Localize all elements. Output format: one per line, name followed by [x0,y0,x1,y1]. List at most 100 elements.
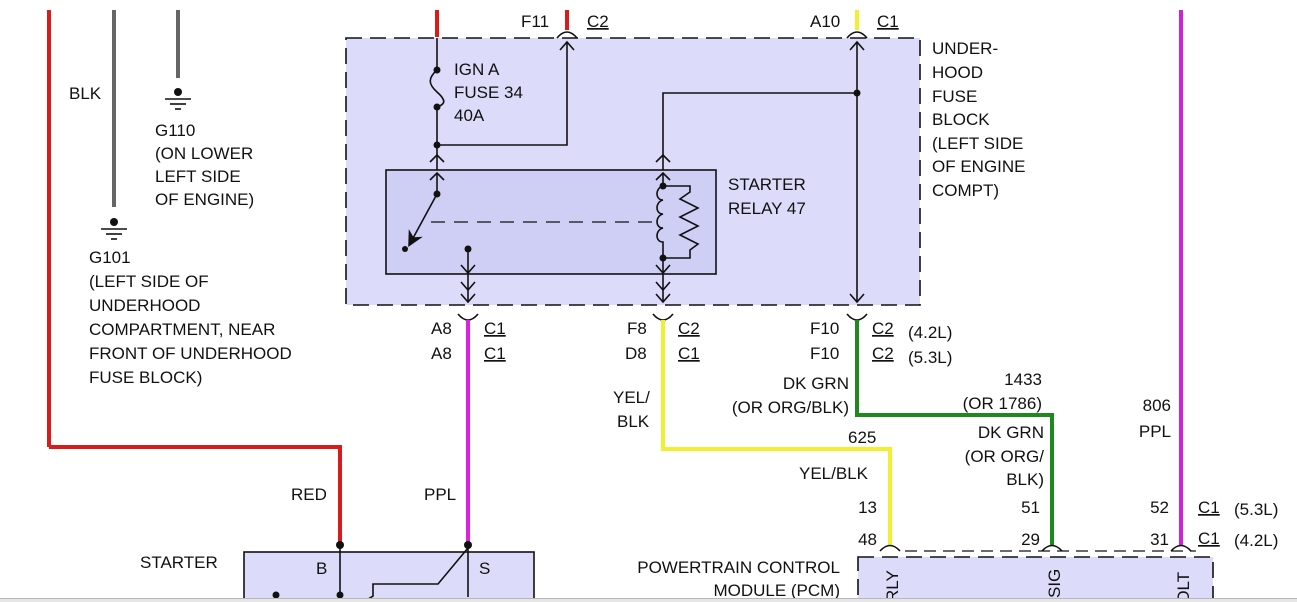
f10-conn-1: C2 [872,319,894,338]
svg-text:POWERTRAIN CONTROL: POWERTRAIN CONTROL [637,558,840,577]
a8-pin-1: A8 [431,319,452,338]
svg-text:IGN A: IGN A [454,60,500,79]
a8-conn-1: C1 [484,319,506,338]
connector-chevron-icon [655,153,671,163]
starter-terminal-b: B [316,559,327,578]
svg-text:G101: G101 [89,248,131,267]
pcm-pin-sig-name: SIG [1045,569,1064,598]
svg-text:BLK): BLK) [1006,470,1044,489]
svg-text:UNDERHOOD: UNDERHOOD [89,296,200,315]
svg-text:MODULE (PCM): MODULE (PCM) [713,581,840,600]
ground-g101-label: G101 (LEFT SIDE OF UNDERHOOD COMPARTMENT… [89,248,292,387]
pcm-pin-rly-icon [879,544,901,552]
pcm-note-2: (4.2L) [1234,531,1278,550]
arrow-down-icon [849,293,865,304]
svg-text:RELAY 47: RELAY 47 [728,199,806,218]
blk-wire-label: BLK [69,84,102,103]
pcm-note-1: (5.3L) [1234,500,1278,519]
svg-text:OF ENGINE): OF ENGINE) [155,190,254,209]
f11-conn: C2 [587,12,609,31]
svg-text:FRONT OF UNDERHOOD: FRONT OF UNDERHOOD [89,344,292,363]
pcm-pin-rly-top: 13 [858,498,877,517]
fuse-to-f11-wire [437,42,568,146]
svg-text:(OR ORG/: (OR ORG/ [965,447,1045,466]
yel-blk-wire-625 [661,320,892,545]
pcm-pin-volt-top: 52 [1150,498,1169,517]
svg-text:(LEFT SIDE OF: (LEFT SIDE OF [89,272,209,291]
connector-chevron-icon [429,153,445,163]
starter-terminal-s: S [479,559,490,578]
f8-pin: F8 [627,319,647,338]
f8-conn: C2 [678,319,700,338]
red-wire-label: RED [291,485,327,504]
arrow-up-icon [849,40,865,51]
pcm-conn-2: C1 [1198,529,1220,548]
pcm-pin-volt-bottom: 31 [1150,530,1169,549]
svg-text:BLK: BLK [617,412,650,431]
dkgrn-lower-label: DK GRN (OR ORG/ BLK) [965,423,1045,489]
yel-blk-circuit-number: 625 [848,428,876,447]
relay-output-f8 [655,274,671,304]
window-bottom-edge [0,598,1297,602]
svg-text:HOOD: HOOD [932,63,983,82]
relay-switch-icon [402,171,657,275]
connector-a8-icon [457,313,479,321]
svg-text:(OR ORG/BLK): (OR ORG/BLK) [732,398,849,417]
ppl-806-label: 806 PPL [1139,396,1171,441]
svg-text:OF ENGINE: OF ENGINE [932,157,1026,176]
svg-text:STARTER: STARTER [728,175,806,194]
dkgrn-wire-1433 [855,320,1054,545]
svg-text:BLOCK: BLOCK [932,110,990,129]
connector-f11-icon [556,31,578,39]
connector-f10-icon [846,313,868,321]
pcm-pin-volt-name: VOLT [1174,572,1193,601]
svg-text:1433: 1433 [1004,370,1042,389]
pcm-label: POWERTRAIN CONTROL MODULE (PCM) [637,558,840,600]
ppl-wire-label: PPL [424,485,456,504]
svg-text:806: 806 [1143,396,1171,415]
pcm-pin-volt-icon [1170,544,1192,552]
svg-text:LEFT SIDE: LEFT SIDE [155,167,241,186]
ground-g101-icon [101,218,127,240]
a8-pin-2: A8 [431,344,452,363]
svg-text:FUSE: FUSE [932,87,977,106]
svg-text:COMPT): COMPT) [932,181,999,200]
ground-g110-icon [165,88,191,110]
pcm-module [857,556,1214,601]
svg-text:40A: 40A [454,106,485,125]
svg-text:UNDER-: UNDER- [932,39,998,58]
svg-text:(OR 1786): (OR 1786) [963,394,1042,413]
svg-text:PPL: PPL [1139,422,1171,441]
starter-motor [243,551,535,601]
fuse-block-label: UNDER- HOOD FUSE BLOCK (LEFT SIDE OF ENG… [932,39,1026,200]
svg-text:DK GRN: DK GRN [978,423,1044,442]
f10-pin-2: F10 [810,344,839,363]
red-battery-wire [49,445,342,545]
connector-a10-icon [846,31,868,39]
fuse-34-label: IGN A FUSE 34 40A [454,60,523,125]
pcm-pin-sig-icon [1041,544,1063,552]
fuse-34-icon [429,38,445,149]
pcm-pin-sig-bottom: 29 [1021,530,1040,549]
connector-f8-icon [652,313,674,321]
a10-conn: C1 [877,12,899,31]
a10-pin: A10 [810,12,840,31]
relay-output-a8 [460,274,476,304]
a10-to-relay-coil-wire [662,92,857,170]
f10-note-2: (5.3L) [908,348,952,367]
svg-text:YEL/: YEL/ [613,388,650,407]
arrow-up-icon [559,40,575,51]
f10-note-1: (4.2L) [908,323,952,342]
svg-text:FUSE BLOCK): FUSE BLOCK) [89,368,202,387]
relay-coil-icon [655,171,700,275]
f11-pin: F11 [521,12,549,31]
d8-pin: D8 [625,344,647,363]
svg-text:(LEFT SIDE: (LEFT SIDE [932,134,1023,153]
d8-conn: C1 [678,344,700,363]
junction-dot [272,591,280,599]
svg-text:COMPARTMENT, NEAR: COMPARTMENT, NEAR [89,320,275,339]
pcm-pin-rly-bottom: 48 [858,530,877,549]
svg-text:FUSE 34: FUSE 34 [454,83,523,102]
svg-text:G110: G110 [155,121,195,140]
